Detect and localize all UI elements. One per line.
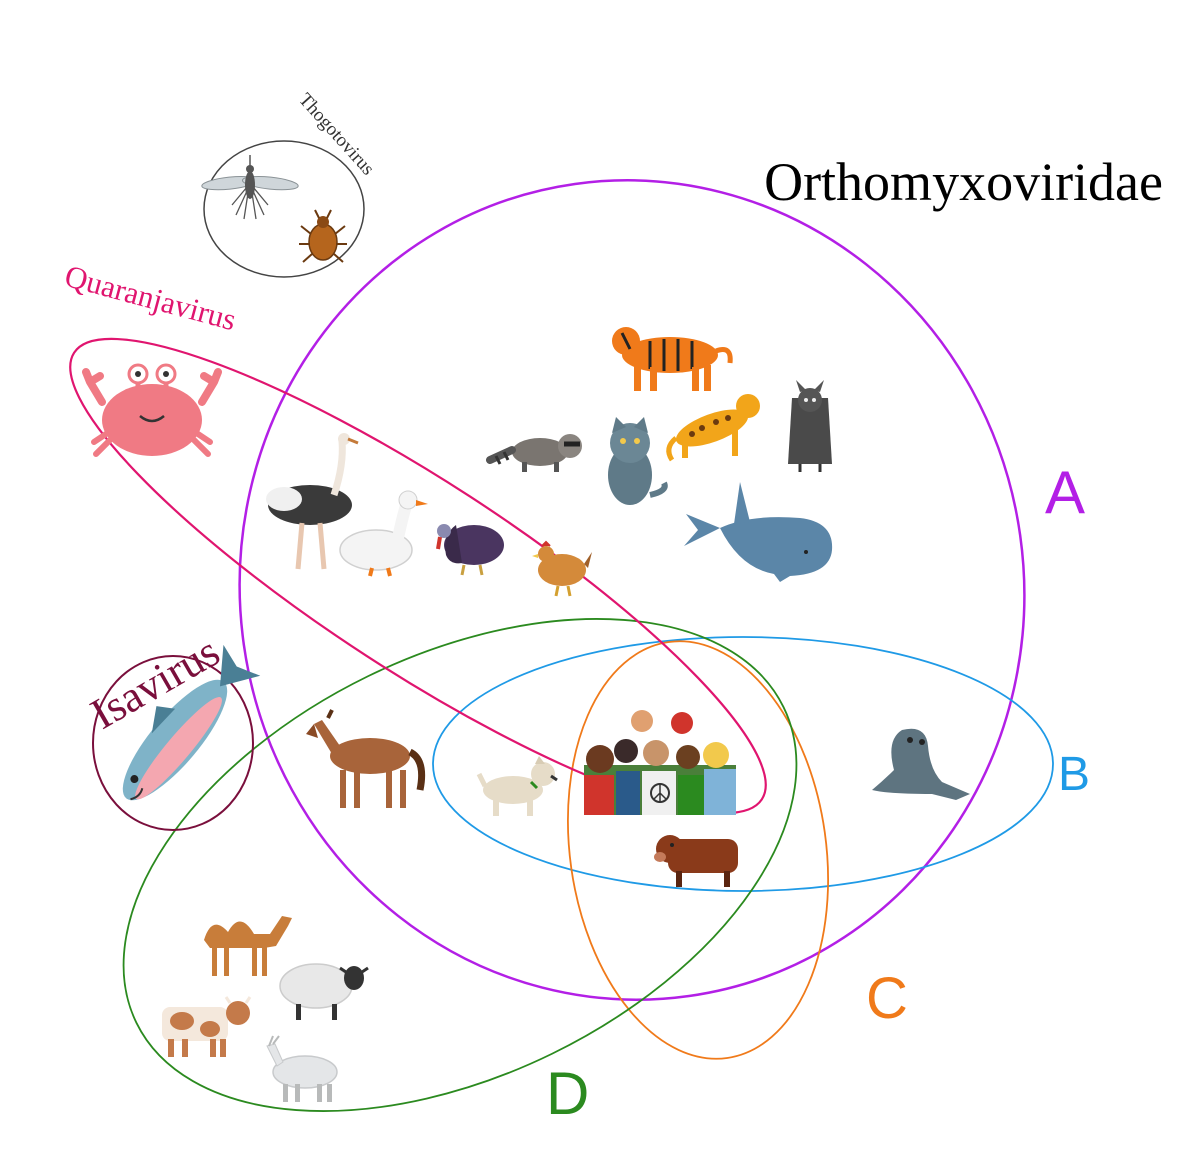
- goose-icon: [339, 490, 428, 577]
- tiger-icon: [612, 327, 733, 391]
- thogotovirus-label: Thogotovirus: [294, 89, 378, 179]
- leopard-icon: [666, 394, 760, 462]
- tick-icon: [299, 209, 347, 263]
- ostrich-icon: [266, 433, 359, 570]
- isavirus-ellipse: [92, 655, 254, 831]
- pig-icon: [654, 835, 738, 887]
- set-c-ellipse: [567, 640, 829, 1060]
- set-d-label: D: [546, 1060, 589, 1127]
- salmon-icon: [122, 644, 261, 801]
- goat-icon: [266, 1035, 338, 1102]
- page-title: Orthomyxoviridae: [764, 152, 1163, 212]
- whale-icon: [684, 482, 833, 582]
- set-d-ellipse: [122, 618, 798, 1112]
- cat-icon: [608, 417, 668, 505]
- bat-icon: [788, 380, 832, 472]
- cow-icon: [162, 996, 252, 1057]
- dog-icon: [476, 756, 558, 816]
- quaranjavirus-ellipse: [69, 337, 767, 815]
- crab-icon: [82, 363, 222, 457]
- turkey-icon: [436, 524, 504, 576]
- sheep-icon: [279, 963, 369, 1020]
- horse-icon: [306, 709, 426, 808]
- set-a-ellipse: [238, 179, 1026, 1001]
- raccoon-icon: [486, 434, 582, 472]
- seal-icon: [872, 728, 970, 800]
- quaranjavirus-label: Quaranjavirus: [61, 258, 240, 337]
- set-b-ellipse: [432, 636, 1054, 892]
- set-c-label: C: [866, 966, 908, 1031]
- mosquito-icon: [201, 155, 299, 220]
- set-b-label: B: [1058, 748, 1090, 801]
- thogotovirus-ellipse: [203, 140, 365, 278]
- set-a-label: A: [1045, 459, 1085, 526]
- chicken-icon: [532, 540, 592, 597]
- camel-icon: [204, 916, 292, 976]
- humans-icon: [584, 710, 736, 815]
